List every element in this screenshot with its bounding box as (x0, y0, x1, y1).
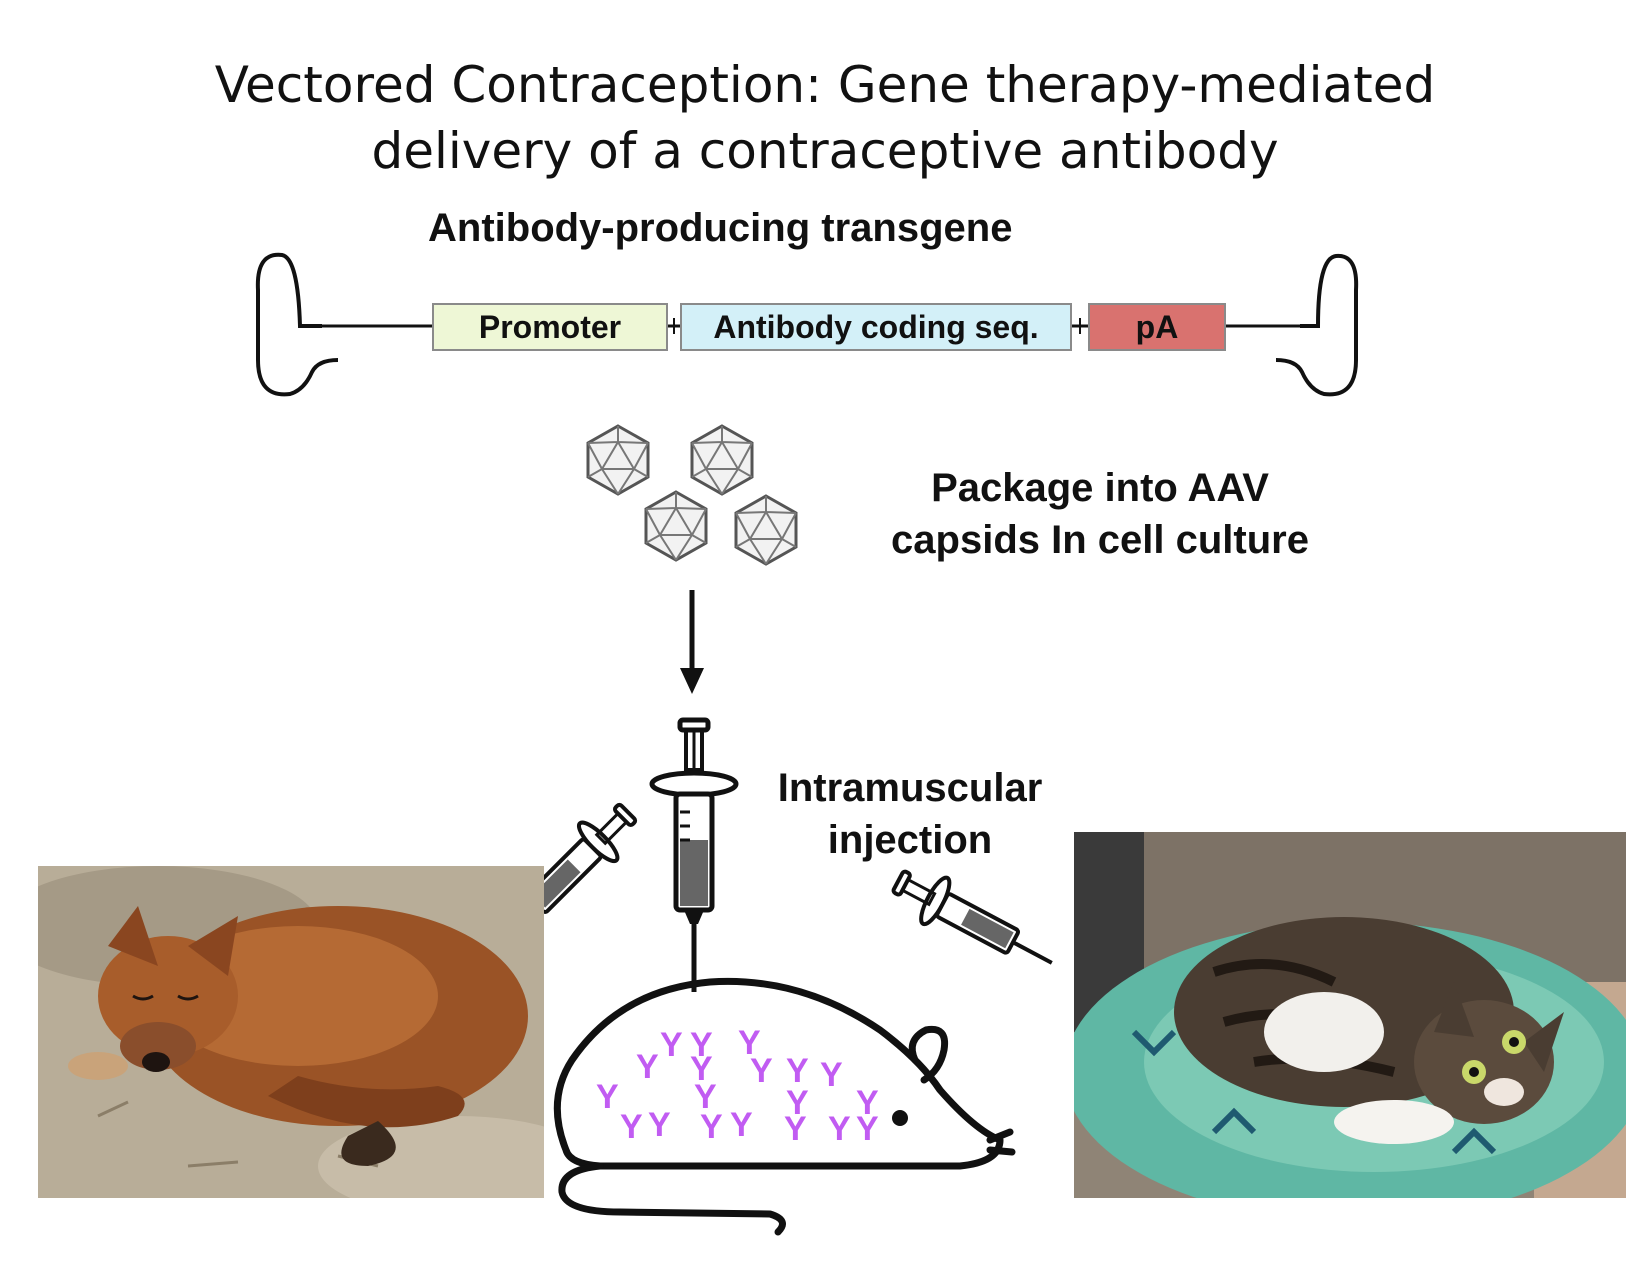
antibody-coding-box: Antibody coding seq. (680, 303, 1072, 351)
package-label-line-1: Package into AAV (931, 466, 1269, 510)
antibody-y-icon: Y (620, 1108, 643, 1146)
antibody-y-icon: Y (828, 1110, 851, 1148)
dog-photo (38, 866, 544, 1198)
antibody-y-icon: Y (648, 1106, 671, 1144)
left-itr-hook (255, 252, 339, 397)
antibody-y-icon: Y (636, 1048, 659, 1086)
down-arrow-icon (680, 590, 704, 694)
polya-box: pA (1088, 303, 1226, 351)
injection-label-line-2: injection (827, 818, 993, 862)
mouse-eye (892, 1110, 908, 1126)
title-line-2: delivery of a contraceptive antibody (371, 122, 1279, 180)
syringe-icon (891, 869, 1053, 965)
right-itr-hook (1275, 253, 1359, 397)
title-line-1: Vectored Contraception: Gene therapy-med… (214, 56, 1436, 114)
aav-capsid-icon (690, 424, 754, 496)
syringe-icon (649, 717, 739, 992)
package-label: Package into AAV capsids In cell culture (840, 462, 1360, 566)
page-title: Vectored Contraception: Gene therapy-med… (0, 52, 1650, 184)
antibody-y-icon: Y (750, 1052, 773, 1090)
antibody-y-icon: Y (856, 1084, 879, 1122)
injection-label-line-1: Intramuscular (777, 766, 1043, 810)
cat-illustration (1074, 832, 1626, 1198)
antibody-y-icon: Y (730, 1106, 753, 1144)
antibody-y-icon: Y (856, 1110, 879, 1148)
antibody-y-icon: Y (694, 1078, 717, 1116)
dog-illustration (38, 866, 544, 1198)
antibody-y-icon: Y (820, 1056, 843, 1094)
antibody-y-icon: Y (690, 1050, 713, 1088)
injection-label: Intramuscular injection (740, 762, 1080, 866)
cat-photo (1074, 832, 1626, 1198)
antibody-y-icon: Y (660, 1026, 683, 1064)
promoter-box: Promoter (432, 303, 668, 351)
antibody-y-icon: Y (700, 1108, 723, 1146)
aav-capsid-icon (734, 494, 798, 566)
antibody-y-icon: Y (690, 1026, 713, 1064)
transgene-heading: Antibody-producing transgene (428, 206, 1013, 250)
antibody-y-icon: Y (596, 1078, 619, 1116)
package-label-line-2: capsids In cell culture (891, 518, 1309, 562)
antibody-y-icon: Y (738, 1024, 761, 1062)
mouse-icon (553, 977, 1016, 1236)
antibody-y-icon: Y (784, 1110, 807, 1148)
antibody-y-icon: Y (786, 1084, 809, 1122)
antibody-y-icon: Y (786, 1052, 809, 1090)
aav-capsid-icon (644, 490, 708, 562)
aav-capsid-icon (586, 424, 650, 496)
